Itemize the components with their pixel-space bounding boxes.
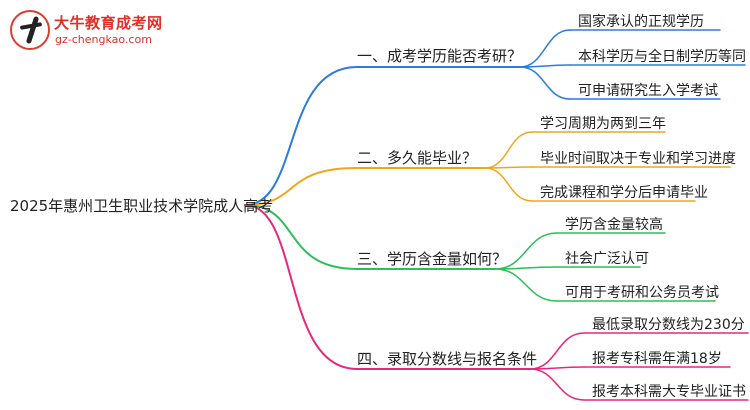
branch-node-3: 三、学历含金量如何？ xyxy=(357,250,508,268)
leaf-node-2-1: 学习周期为两到三年 xyxy=(540,116,666,132)
connector-leaf-4-1 xyxy=(529,332,585,370)
connector-branch-1 xyxy=(244,66,358,206)
leaf-node-3-1: 学历含金量较高 xyxy=(565,217,663,233)
leaf-node-4-3: 报考本科需大专毕业证书 xyxy=(592,384,746,400)
leaf-node-2-2: 毕业时间取决于专业和学习进度 xyxy=(540,151,736,167)
connector-leaf-3-3 xyxy=(494,268,558,302)
leaf-node-3-2: 社会广泛认可 xyxy=(565,251,649,267)
site-logo[interactable]: 大牛教育成考网 gz-chengkao.com xyxy=(10,8,180,58)
leaf-node-1-3: 可申请研究生入学考试 xyxy=(578,83,718,99)
leaf-node-1-1: 国家承认的正规学历 xyxy=(578,14,704,30)
leaf-node-4-1: 最低录取分数线为230分 xyxy=(592,317,745,333)
connector-leaf-1-3 xyxy=(519,66,571,100)
connector-leaf-1-1 xyxy=(519,29,571,68)
logo-url: gz-chengkao.com xyxy=(55,33,152,46)
branch-node-4: 四、录取分数线与报名条件 xyxy=(357,350,538,368)
leaf-node-4-2: 报考专科需年满18岁 xyxy=(592,351,722,367)
leaf-node-2-3: 完成课程和学分后申请毕业 xyxy=(540,185,708,201)
root-node: 2025年惠州卫生职业技术学院成人高考 xyxy=(10,197,274,215)
connector-leaf-2-1 xyxy=(484,131,533,169)
connector-leaf-3-1 xyxy=(494,232,558,270)
branch-node-2: 二、多久能毕业？ xyxy=(357,149,478,167)
bull-logo-icon xyxy=(10,10,50,50)
connector-leaf-2-3 xyxy=(484,167,533,202)
leaf-node-1-2: 本科学历与全日制学历等同 xyxy=(578,49,746,65)
connector-branch-2 xyxy=(244,167,358,206)
branch-node-1: 一、成考学历能否考研？ xyxy=(357,47,523,65)
connector-branch-3 xyxy=(244,204,358,270)
leaf-node-3-3: 可用于考研和公务员考试 xyxy=(565,285,719,301)
connector-leaf-4-3 xyxy=(529,368,585,401)
logo-title: 大牛教育成考网 xyxy=(54,14,163,32)
connector-branch-4 xyxy=(244,204,358,370)
